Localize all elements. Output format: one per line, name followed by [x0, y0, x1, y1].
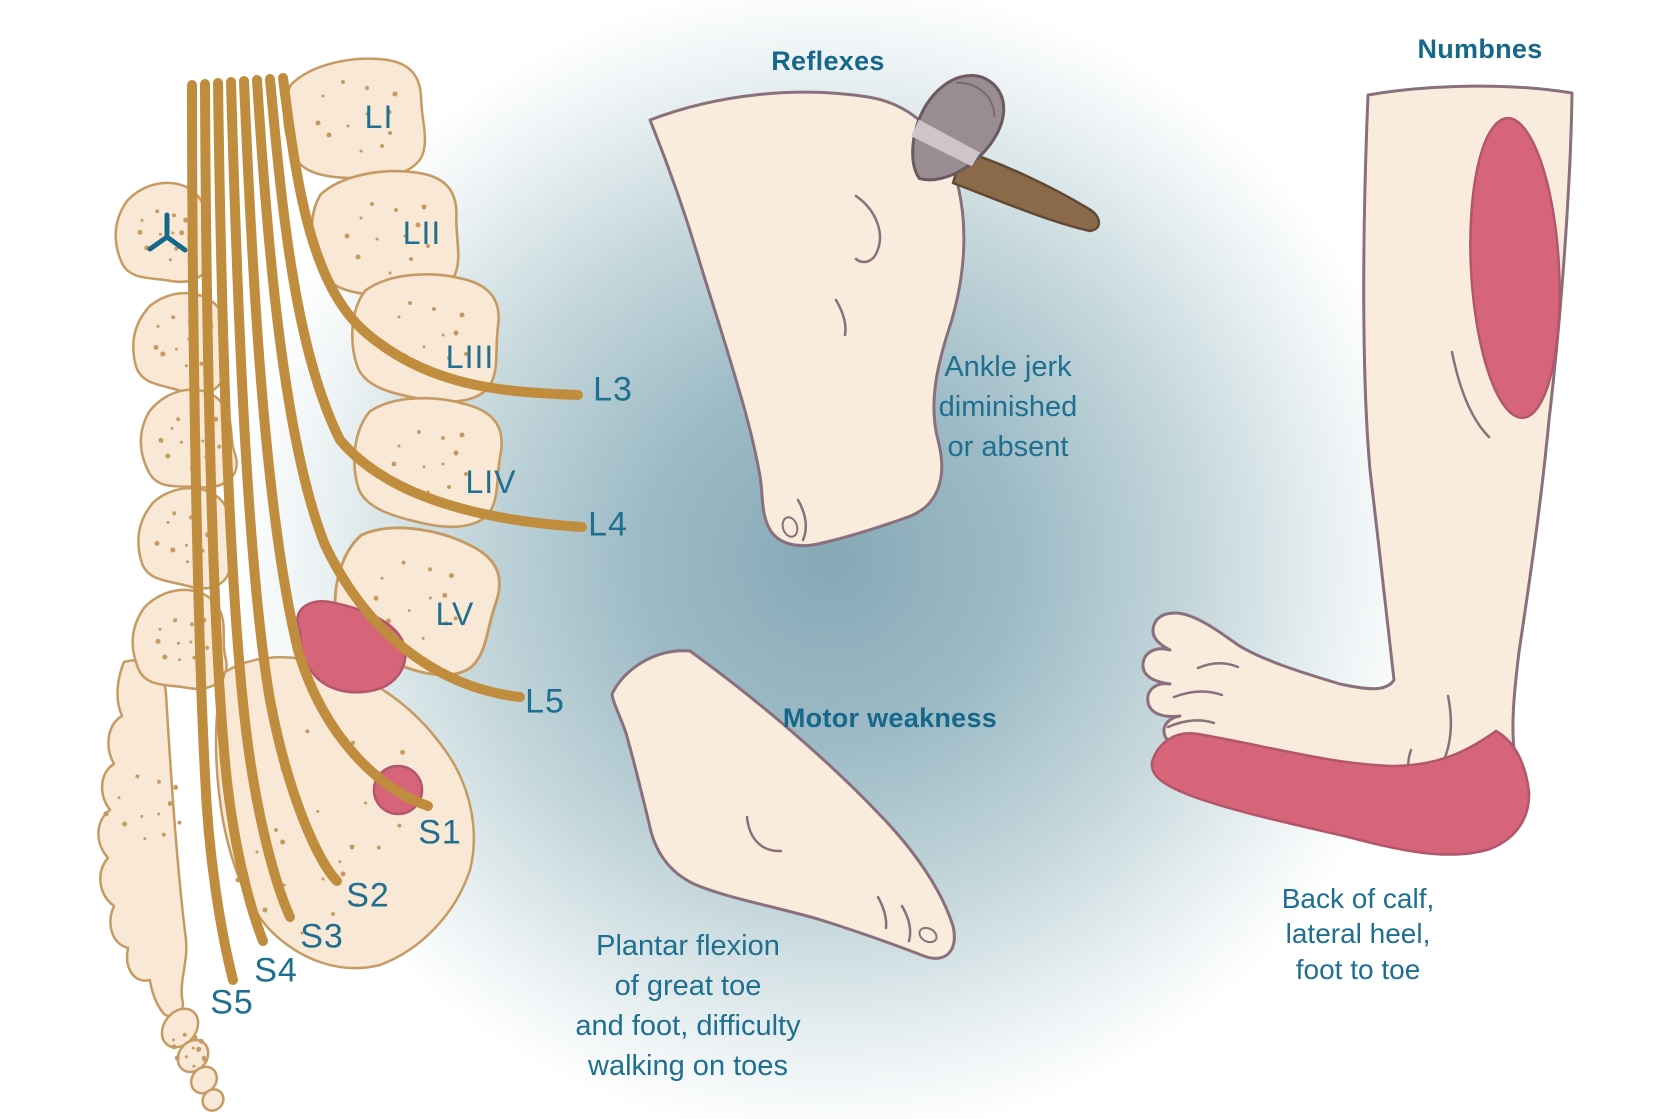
hammer-handle	[951, 149, 1101, 233]
nerve-S2	[226, 77, 342, 886]
motor-weakness-description: Plantar flexion of great toe and foot, d…	[575, 929, 801, 1083]
hammer-band	[911, 119, 981, 167]
nerve-S1	[239, 76, 433, 811]
vertebral-bodies	[283, 57, 503, 677]
vertebra-label-L4: LIV	[465, 463, 517, 500]
nerve-L5	[252, 75, 525, 702]
vertebra-label-L2: LII	[402, 214, 442, 251]
toe-nail	[781, 516, 799, 538]
reflexes-description: Ankle jerk diminished or absent	[938, 350, 1078, 464]
nerve-root-label-S4: S4	[254, 951, 298, 990]
vertebra-label-L5: LV	[435, 595, 475, 632]
cauda-equina-nerves	[187, 73, 587, 985]
numb-area-sole-heel	[1150, 729, 1531, 856]
numbness-description: Back of calf, lateral heel, foot to toe	[1281, 883, 1435, 985]
numb-area-calf	[1469, 116, 1561, 420]
motor-weakness-foot	[610, 649, 956, 960]
reflex-foot	[648, 90, 966, 548]
nerve-L3	[278, 73, 583, 400]
numbness-title: Numbnes	[1417, 33, 1543, 64]
motor-weakness-title: Motor weakness	[782, 702, 998, 733]
vertebra-label-L3: LIII	[445, 338, 495, 375]
nerve-S5	[187, 80, 238, 985]
numbness-leg	[1141, 84, 1574, 856]
sacrum-dorsal	[97, 659, 188, 1019]
coccyx	[160, 1007, 225, 1112]
vertebra-L1	[283, 57, 427, 180]
nerve-S3	[213, 78, 295, 922]
reflex-hammer-icon	[911, 73, 1101, 233]
spine-illustration	[97, 57, 587, 1112]
nerve-root-label-L5: L5	[525, 682, 565, 721]
toe-nail	[918, 926, 938, 944]
hammer-head	[911, 73, 1006, 182]
nerve-root-label-L3: L3	[593, 370, 633, 409]
vertebra-label-L1: LI	[364, 98, 394, 135]
nerve-root-label-S5: S5	[210, 983, 254, 1022]
nerve-root-label-L4: L4	[588, 505, 628, 544]
reflexes-title: Reflexes	[771, 45, 885, 76]
nerve-root-label-S2: S2	[346, 876, 390, 915]
nerve-L4	[265, 74, 587, 532]
nerve-root-label-S3: S3	[300, 917, 344, 956]
nerve-S4	[200, 79, 268, 946]
nerve-root-label-S1: S1	[418, 813, 462, 852]
spinous-process-marker	[147, 212, 188, 253]
